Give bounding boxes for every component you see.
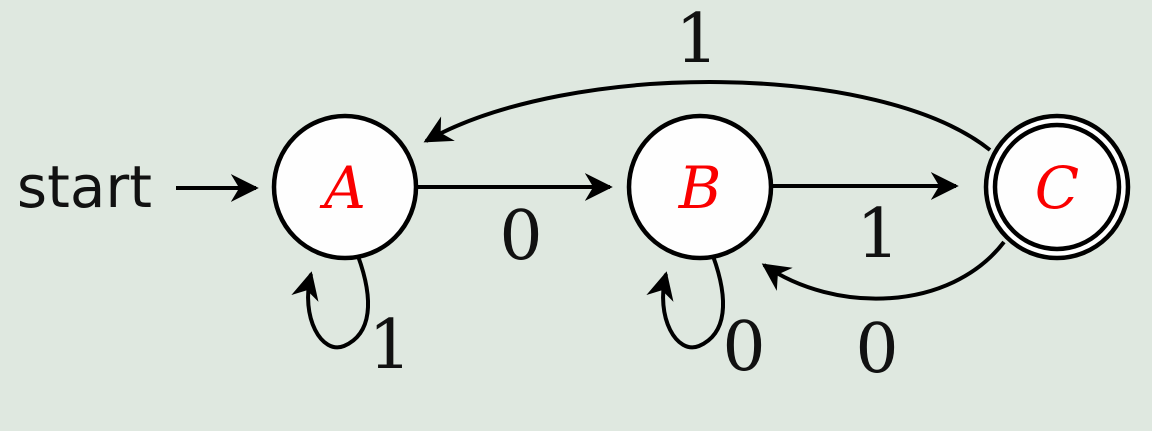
transition-c-b-curve	[761, 240, 1006, 301]
state-c: C	[983, 113, 1131, 261]
transition-b-c-label: 1	[856, 195, 899, 274]
state-c-inner-circle	[992, 122, 1122, 252]
transition-c-a-label: 1	[675, 0, 718, 79]
transition-a-b-label: 0	[499, 197, 542, 276]
start-label: start	[17, 153, 152, 221]
transition-a-a-self-loop	[291, 255, 370, 350]
state-b-circle	[626, 113, 774, 261]
transition-c-a-curve	[423, 80, 992, 152]
state-a-circle	[271, 113, 419, 261]
transition-c-b-label: 0	[855, 310, 898, 389]
state-b: B	[626, 113, 774, 261]
transition-a-a-label: 1	[368, 306, 411, 385]
state-a-label: A	[319, 154, 366, 222]
state-b-label: B	[678, 154, 722, 222]
state-a: A	[271, 113, 419, 261]
transition-b-b-label: 0	[722, 308, 765, 387]
state-c-label: C	[1035, 154, 1079, 222]
transition-b-b-self-loop	[646, 255, 725, 350]
